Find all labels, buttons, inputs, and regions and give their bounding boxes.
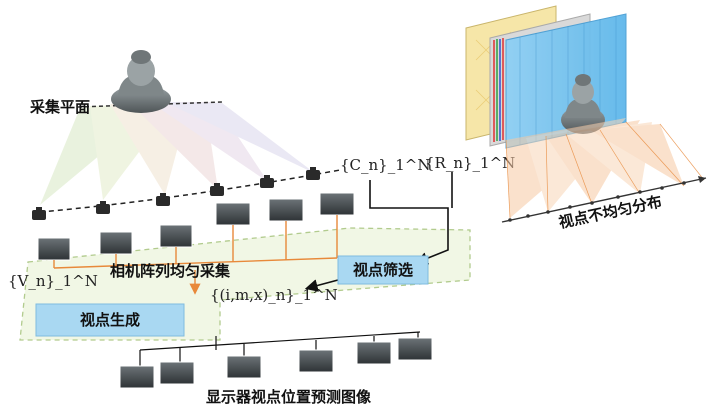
c-set-text: {C_n}_1^N xyxy=(340,156,430,174)
viewpoint-generation-box: 视点生成 xyxy=(35,303,185,337)
view-thumbnail xyxy=(397,337,433,361)
viewing-zone-line xyxy=(501,177,707,223)
frustum-lines xyxy=(505,121,705,219)
camera-icon xyxy=(210,183,224,196)
viewpoint-markers xyxy=(508,181,686,222)
captured-views-top xyxy=(215,192,355,226)
viewpoint-filter-label: 视点筛选 xyxy=(353,261,413,279)
orange-connectors xyxy=(53,215,338,295)
view-thumbnail xyxy=(356,341,392,365)
viewpoint-generation-label: 视点生成 xyxy=(80,311,140,329)
view-thumbnail xyxy=(119,365,155,389)
view-thumbnail xyxy=(37,237,71,261)
predicted-views xyxy=(119,337,433,389)
camera-array-curve xyxy=(39,169,341,213)
rgb-subpixels xyxy=(493,38,504,142)
output-tree xyxy=(139,331,421,366)
uniform-capture-label: 相机阵列均匀采集 xyxy=(110,262,231,280)
flow-arrows xyxy=(304,172,453,292)
nonuniform-frustums xyxy=(506,118,684,218)
capture-frustums xyxy=(40,102,316,205)
frustum-5 xyxy=(150,102,268,182)
camera-icon xyxy=(306,167,320,180)
r-set-label: {R_n}_1^N xyxy=(425,154,515,172)
camera-icon xyxy=(32,207,46,220)
camera-icon xyxy=(156,193,170,206)
r-set-text: {R_n}_1^N xyxy=(425,154,515,172)
v-set-text: {V_n}_1^N xyxy=(8,272,98,290)
display-prediction-label: 显示器视点位置预测图像 xyxy=(206,388,372,406)
camera-array xyxy=(32,167,320,220)
buddha-statue-left xyxy=(111,50,171,113)
capture-plane-label: 采集平面 xyxy=(29,98,90,116)
view-thumbnail xyxy=(159,361,195,385)
c-set-label: {C_n}_1^N xyxy=(340,156,430,174)
view-thumbnail xyxy=(298,349,334,373)
view-thumbnail xyxy=(226,355,262,379)
imx-set-text: {(i,m,x)_n}_1^N xyxy=(210,286,338,304)
captured-views-middle xyxy=(37,224,193,261)
camera-icon xyxy=(260,175,274,188)
view-thumbnail xyxy=(319,192,355,216)
view-thumbnail xyxy=(215,202,251,226)
camera-icon xyxy=(96,201,110,214)
view-thumbnail xyxy=(159,224,193,248)
view-thumbnail xyxy=(99,231,133,255)
viewpoint-filter-box: 视点筛选 xyxy=(337,255,429,285)
frustum-6 xyxy=(165,102,316,174)
view-thumbnail xyxy=(268,198,304,222)
arrow-head xyxy=(698,176,706,183)
